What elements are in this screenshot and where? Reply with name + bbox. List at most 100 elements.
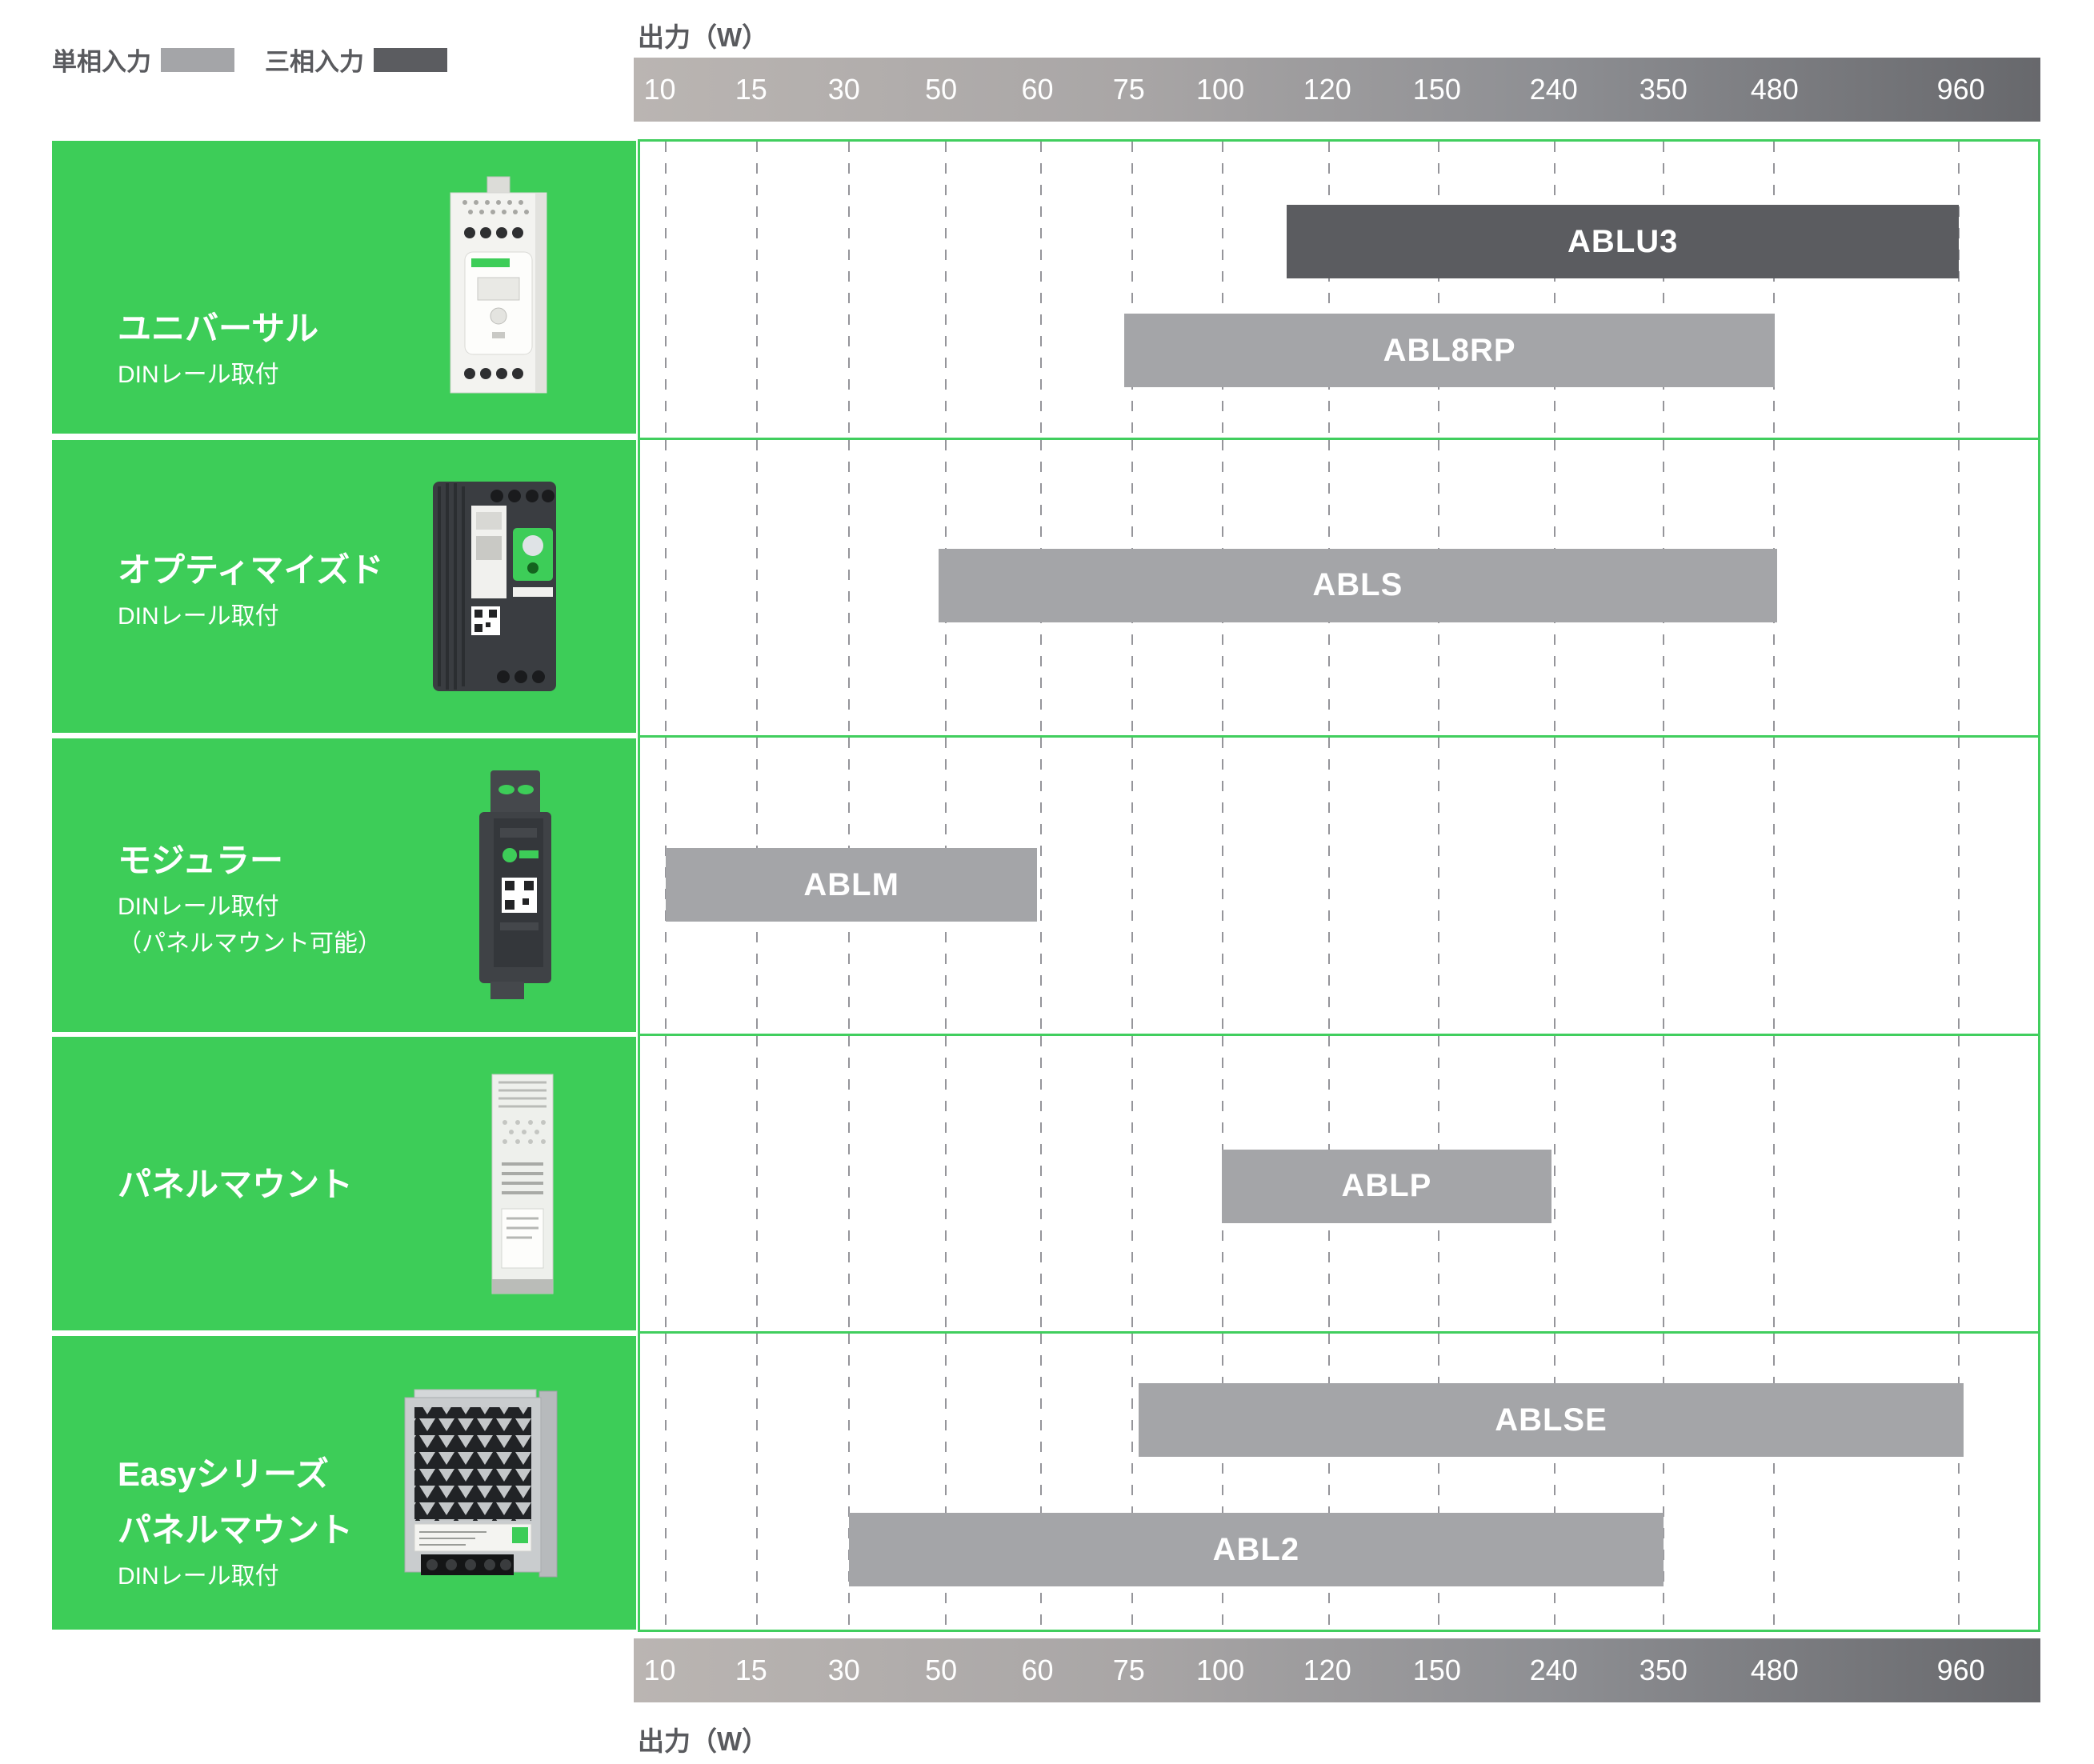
category-subtitle: DINレール取付: [118, 362, 279, 388]
axis-tick-label: 30: [827, 73, 860, 106]
category-subtitle: DINレール取付: [118, 1563, 279, 1590]
gridline: [1328, 738, 1331, 1034]
category-panel-panelmount: パネルマウント: [52, 1037, 636, 1330]
gridline: [1131, 1035, 1133, 1332]
legend-three-phase-swatch: [374, 47, 447, 72]
gridline: [848, 1334, 851, 1630]
axis-tick-label: 60: [1021, 73, 1054, 106]
category-subtitle: DINレール取付: [118, 603, 279, 630]
range-bar-abl8rp: ABL8RP: [1123, 314, 1776, 387]
bar-label: ABLU3: [1567, 223, 1679, 259]
axis-tick-label: 240: [1529, 1654, 1578, 1686]
gridline: [944, 1035, 947, 1332]
axis-tick-label: 50: [925, 1654, 958, 1686]
gridline: [848, 1035, 851, 1332]
axis-tick-label: 120: [1303, 73, 1351, 106]
axis-tick-label: 15: [735, 73, 767, 106]
axis-tick-label: 60: [1021, 1654, 1054, 1686]
gridline: [1772, 142, 1775, 438]
axis-tick-label: 350: [1639, 1654, 1688, 1686]
gridline: [665, 439, 667, 736]
gridline: [848, 439, 851, 736]
legend-single-phase-swatch: [161, 47, 234, 72]
bar-label: ABLM: [803, 866, 899, 902]
bar-label: ABLS: [1312, 567, 1403, 603]
gridline: [665, 1334, 667, 1630]
product-photo-easy: [398, 1383, 563, 1583]
gridline: [755, 142, 758, 438]
gridline: [1328, 1334, 1331, 1630]
gridline: [1662, 1035, 1664, 1332]
gridline: [944, 1334, 947, 1630]
gridline: [1040, 1035, 1043, 1332]
gridline: [1222, 1334, 1224, 1630]
gridline: [1553, 738, 1555, 1034]
axis-tick-label: 100: [1196, 1654, 1245, 1686]
category-title: パネルマウント: [118, 1166, 354, 1203]
range-bar-ablp: ABLP: [1221, 1149, 1552, 1223]
bar-label: ABL2: [1212, 1531, 1300, 1567]
axis-tick-label: 10: [643, 1654, 676, 1686]
bar-label: ABLSE: [1495, 1402, 1608, 1438]
gridline: [1662, 142, 1664, 438]
gridline: [1958, 1035, 1960, 1332]
gridline: [755, 1334, 758, 1630]
axis-tick-label: 960: [1936, 1654, 1985, 1686]
axis-tick-label: 15: [735, 1654, 767, 1686]
gridline: [1662, 738, 1664, 1034]
range-bar-ablse: ABLSE: [1138, 1383, 1964, 1458]
legend: 単相入力 三相入力: [52, 42, 478, 78]
range-bar-abl2: ABL2: [849, 1513, 1664, 1587]
gridline: [1772, 1334, 1775, 1630]
axis-title-bottom: 出力（W）: [638, 1726, 769, 1756]
category-title: パネルマウント: [118, 1511, 354, 1549]
legend-three-phase-label: 三相入力: [265, 48, 364, 76]
gridline: [755, 1035, 758, 1332]
axis-tick-label: 240: [1529, 73, 1578, 106]
product-photo-panelmount: [482, 1068, 563, 1300]
bar-label: ABL8RP: [1383, 332, 1516, 368]
bar-label: ABLP: [1341, 1168, 1432, 1204]
chart-row-optimized: ABLS: [640, 437, 2038, 736]
legend-single-phase-label: 単相入力: [52, 48, 151, 76]
gridline: [1437, 142, 1439, 438]
product-photo-modular: [468, 766, 563, 1006]
range-bar-abls: ABLS: [938, 548, 1777, 622]
gridline: [848, 142, 851, 438]
chart-row-modular: ABLM: [640, 735, 2038, 1034]
gridline: [1040, 738, 1043, 1034]
gridline: [1772, 1035, 1775, 1332]
axis-tick-label: 960: [1936, 73, 1985, 106]
axis-tick-label: 50: [925, 73, 958, 106]
gridline: [1222, 142, 1224, 438]
gridline: [1958, 439, 1960, 736]
gridline: [1958, 738, 1960, 1034]
range-bar-ablu3: ABLU3: [1287, 205, 1960, 278]
gridline: [1222, 738, 1224, 1034]
axis-tick-label: 10: [643, 73, 676, 106]
category-title: モジュラー: [118, 842, 284, 879]
axis-tick-label: 120: [1303, 1654, 1351, 1686]
chart-row-panelmount: ABLP: [640, 1033, 2038, 1332]
axis-tick-label: 480: [1750, 73, 1799, 106]
axis-title-top: 出力（W）: [638, 22, 769, 52]
axis-tick-label: 150: [1412, 73, 1461, 106]
gridline: [1772, 738, 1775, 1034]
axis-tick-label: 150: [1412, 1654, 1461, 1686]
gridline: [755, 439, 758, 736]
axis-tick-label: 100: [1196, 73, 1245, 106]
gridline: [1553, 1334, 1555, 1630]
gridline: [1553, 142, 1555, 438]
range-bar-ablm: ABLM: [665, 848, 1038, 922]
gridline: [1553, 1035, 1555, 1332]
gridline: [944, 142, 947, 438]
gridline: [1958, 142, 1960, 438]
